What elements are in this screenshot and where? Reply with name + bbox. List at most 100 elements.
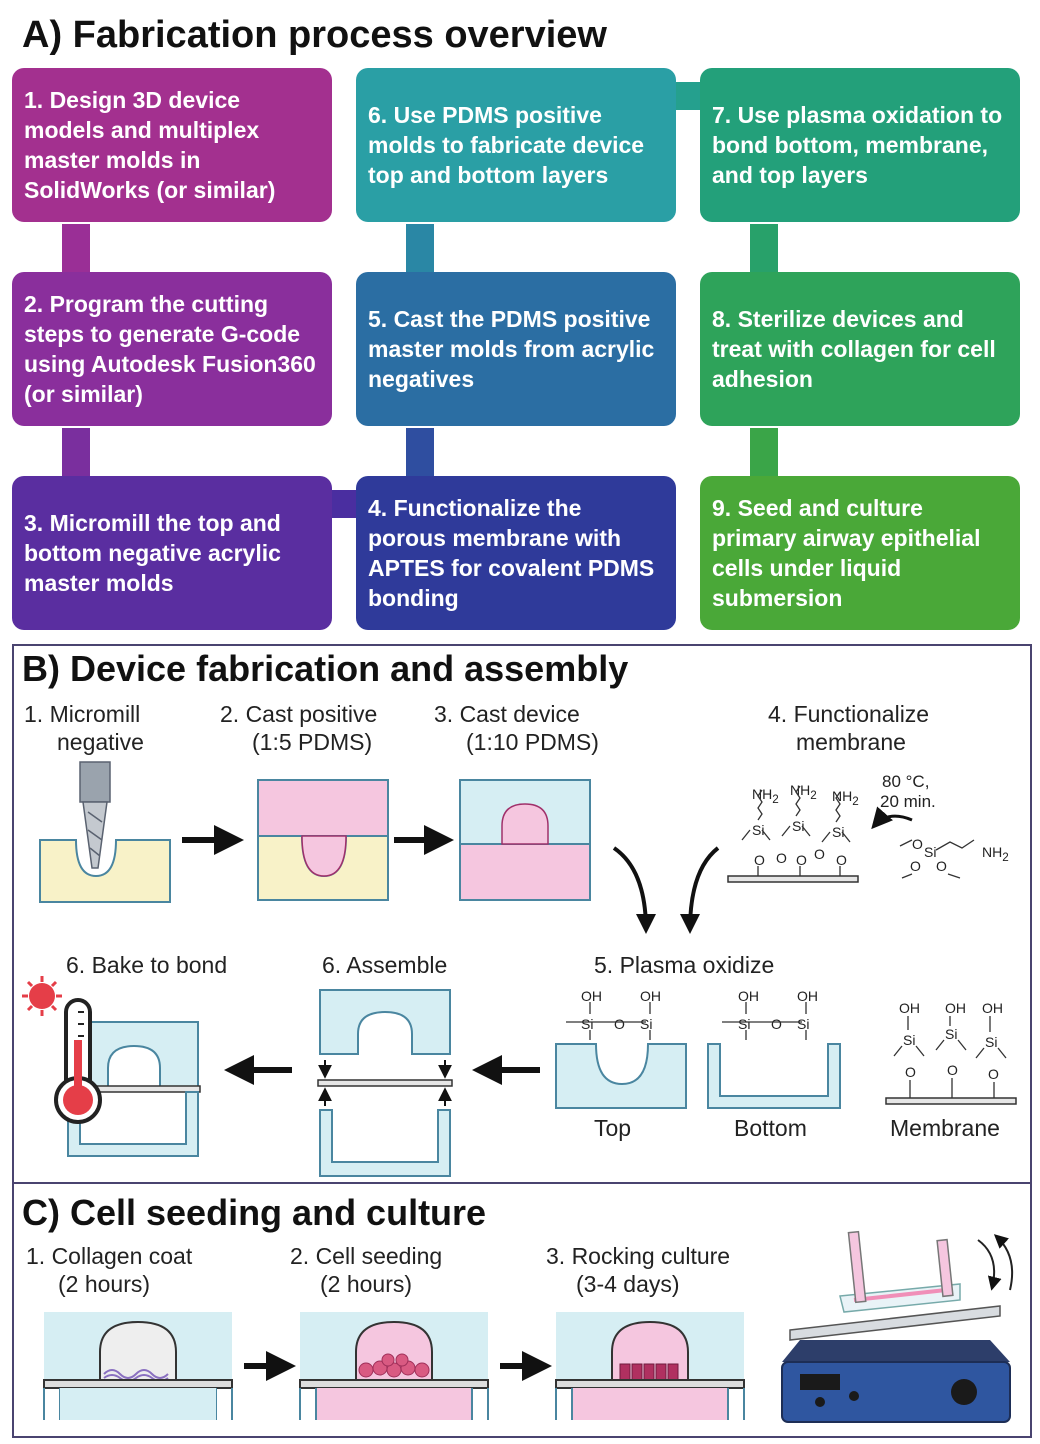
chem-si-1: Si [752, 822, 765, 838]
step-text-7: 7. Use plasma oxidation to bond bottom, … [712, 102, 1003, 188]
chem-si-top-2: Si [640, 1016, 653, 1032]
b-condition-line2: 20 min. [880, 792, 936, 811]
step-box-5: 5. Cast the PDMS positive master molds f… [356, 272, 676, 426]
chem-oh-mem-2: OH [945, 1000, 966, 1016]
b-part-top-label: Top [594, 1115, 632, 1141]
b-step6b-label: 6. Bake to bond [66, 952, 228, 978]
chem-o-4: O [814, 846, 825, 862]
section-a-title: A) Fabrication process overview [22, 14, 607, 56]
step-text-1: 1. Design 3D device models and multiplex… [24, 87, 276, 203]
b-step2-label-line1: 2. Cast positive [220, 701, 378, 727]
plasma-membrane-part [885, 1016, 1017, 1105]
chem-aptes-o3: O [936, 858, 947, 874]
b-part-bottom-label: Bottom [734, 1115, 807, 1141]
section-c-title: C) Cell seeding and culture [22, 1192, 487, 1233]
chem-si-mem-1: Si [903, 1032, 916, 1048]
chem-nh2-2: NH2 [790, 782, 817, 802]
c-step3-label-line2: (3-4 days) [576, 1271, 680, 1297]
chem-oh-mem-1: OH [899, 1000, 920, 1016]
c-step3-label-line1: 3. Rocking culture [546, 1243, 731, 1269]
arrow-membrane-to-plasma [680, 846, 720, 934]
c-step1-label-line1: 1. Collagen coat [26, 1243, 193, 1269]
chem-aptes-nh2: NH2 [982, 844, 1009, 864]
chem-si-mem-2: Si [945, 1026, 958, 1042]
b-step3-label-line1: 3. Cast device [434, 701, 580, 727]
chem-aptes-o1: O [912, 836, 923, 852]
chem-o-mem-3: O [988, 1066, 999, 1082]
chem-oh-bot-2: OH [797, 988, 818, 1004]
assemble-illustration [317, 989, 453, 1177]
c-step2-label-line2: (2 hours) [320, 1271, 413, 1297]
chem-si-3: Si [832, 824, 845, 840]
collagen-coat-illustration [43, 1312, 233, 1420]
connector-6-7 [676, 82, 700, 110]
membrane-illustration [727, 785, 975, 883]
step-text-2: 2. Program the cutting steps to generate… [24, 291, 316, 407]
step-text-8: 8. Sterilize devices and treat with coll… [712, 306, 996, 392]
chem-si-mem-3: Si [985, 1034, 998, 1050]
plasma-top-part [555, 1002, 687, 1109]
chem-o-top: O [614, 1016, 625, 1032]
chem-o-2: O [776, 850, 787, 866]
cell-seeding-illustration [299, 1312, 489, 1420]
chem-oh-mem-3: OH [982, 1000, 1003, 1016]
step-text-3: 3. Micromill the top and bottom negative… [24, 510, 281, 596]
b-step2-label-line2: (1:5 PDMS) [252, 729, 373, 755]
b-step5-label: 5. Plasma oxidize [594, 952, 775, 978]
connector-7-8 [750, 224, 778, 272]
b-condition-line1: 80 °C, [882, 772, 930, 791]
step-text-9: 9. Seed and culture primary airway epith… [712, 495, 981, 611]
c-step1-label-line2: (2 hours) [58, 1271, 151, 1297]
c-step2-label-line1: 2. Cell seeding [290, 1243, 443, 1269]
chem-si-2: Si [792, 818, 805, 834]
chem-o-1: O [754, 852, 765, 868]
chem-aptes-o2: O [910, 858, 921, 874]
step-text-4: 4. Functionalize the porous membrane wit… [368, 495, 655, 611]
b-step4-label-line2: membrane [796, 729, 906, 755]
chem-si-bot-2: Si [797, 1016, 810, 1032]
chem-oh-bot-1: OH [738, 988, 759, 1004]
chem-oh-top-1: OH [581, 988, 602, 1004]
step-box-7: 7. Use plasma oxidation to bond bottom, … [700, 68, 1020, 222]
chem-si-top-1: Si [581, 1016, 594, 1032]
step-box-1: 1. Design 3D device models and multiplex… [12, 68, 332, 222]
section-b-title: B) Device fabrication and assembly [22, 648, 629, 689]
step-box-3: 3. Micromill the top and bottom negative… [12, 476, 332, 630]
chem-o-5: O [836, 852, 847, 868]
chem-o-bot: O [771, 1016, 782, 1032]
b-step3-label-line2: (1:10 PDMS) [466, 729, 599, 755]
step-box-8: 8. Sterilize devices and treat with coll… [700, 272, 1020, 426]
chem-nh2-1: NH2 [752, 786, 779, 806]
chem-o-mem-1: O [905, 1064, 916, 1080]
step-text-6: 6. Use PDMS positive molds to fabricate … [368, 102, 645, 188]
chem-si-bot-1: Si [738, 1016, 751, 1032]
chem-oh-top-2: OH [640, 988, 661, 1004]
connector-4-5 [406, 428, 434, 476]
chem-o-3: O [796, 852, 807, 868]
step-text-5: 5. Cast the PDMS positive master molds f… [368, 306, 655, 392]
connector-1-2 [62, 224, 90, 272]
bake-illustration [22, 976, 201, 1157]
section-c-panel [12, 1182, 1032, 1438]
connector-3-4 [332, 490, 356, 518]
arrow-device-to-plasma [612, 846, 656, 934]
b-step1-label-line1: 1. Micromill [24, 701, 141, 727]
plasma-bottom-part [707, 1002, 841, 1109]
cast-positive-illustration [257, 779, 389, 901]
step-box-6: 6. Use PDMS positive molds to fabricate … [356, 68, 676, 222]
rocker-illustration [781, 1230, 1014, 1423]
b-step6a-label: 6. Assemble [322, 952, 448, 978]
chem-aptes-si: Si [924, 844, 937, 860]
rocking-culture-illustration [555, 1312, 745, 1420]
b-step1-label-line2: negative [57, 729, 144, 755]
b-step4-label-line1: 4. Functionalize [768, 701, 930, 727]
step-box-4: 4. Functionalize the porous membrane wit… [356, 476, 676, 630]
step-box-9: 9. Seed and culture primary airway epith… [700, 476, 1020, 630]
connector-5-6 [406, 224, 434, 272]
b-part-membrane-label: Membrane [890, 1115, 1000, 1141]
connector-8-9 [750, 428, 778, 476]
cast-device-illustration [459, 779, 591, 901]
step-box-2: 2. Program the cutting steps to generate… [12, 272, 332, 426]
chem-o-mem-2: O [947, 1062, 958, 1078]
